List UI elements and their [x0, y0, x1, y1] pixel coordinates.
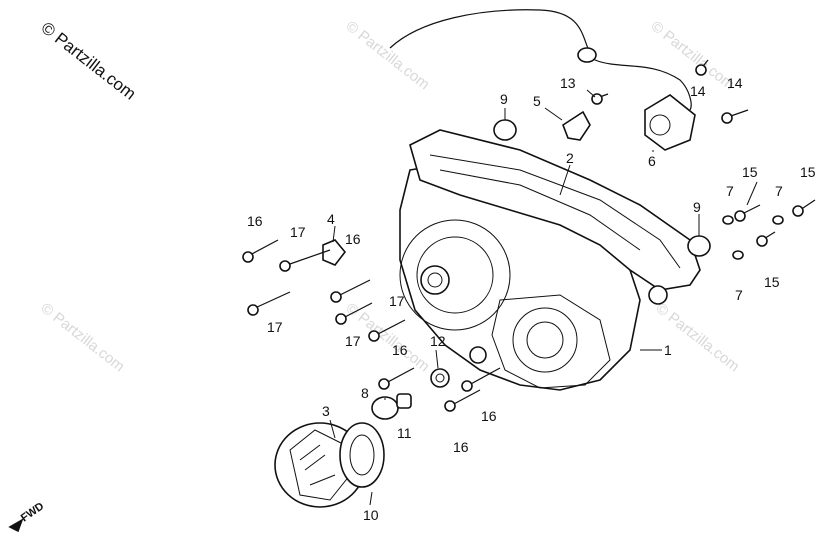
callout-7-b: 7: [775, 183, 783, 199]
callout-15-b: 15: [800, 164, 816, 180]
callout-1: 1: [664, 342, 672, 358]
callout-14-b: 14: [727, 75, 743, 91]
callout-15-a: 15: [742, 164, 758, 180]
o-ring-9-top: [493, 119, 517, 141]
callout-5: 5: [533, 93, 541, 109]
bolts: [242, 59, 816, 412]
callout-4: 4: [327, 211, 335, 227]
callout-11: 11: [397, 425, 412, 441]
callout-8: 8: [361, 385, 369, 401]
callout-14-a: 14: [690, 83, 706, 99]
callout-17-b: 17: [267, 319, 283, 335]
sensor-switch: [389, 9, 696, 151]
plug-seal: [371, 393, 412, 420]
watermark-bottom-right: © Partzilla.com: [653, 300, 743, 376]
bracket-4: [322, 239, 347, 266]
fwd-indicator: FWD: [8, 500, 46, 533]
callout-10: 10: [363, 507, 379, 523]
callout-9-top: 9: [500, 91, 508, 107]
watermark-main: © Partzilla.com: [38, 18, 140, 104]
callout-6: 6: [648, 153, 656, 169]
callout-15-c: 15: [764, 274, 780, 290]
callout-3: 3: [322, 403, 330, 419]
fwd-label: FWD: [19, 500, 46, 524]
callout-17-d: 17: [345, 333, 361, 349]
water-pump: [274, 422, 385, 508]
leader-lines: [329, 89, 758, 506]
callout-2: 2: [566, 150, 574, 166]
callout-7-c: 7: [735, 287, 743, 303]
watermark-bottom-left: © Partzilla.com: [38, 300, 128, 376]
callout-7-a: 7: [726, 183, 734, 199]
callout-12: 12: [430, 333, 446, 349]
callout-16-d: 16: [453, 439, 469, 455]
callout-18: 17: [290, 224, 306, 240]
clamp-5: [562, 110, 591, 141]
callout-16-a: 16: [247, 213, 263, 229]
callout-labels: 1 2 3 4 5 6 7 7 7 8 9 9 10 11 12 13 14 1…: [247, 75, 816, 523]
gasket-upper: [409, 129, 701, 305]
washer-12: [430, 368, 450, 388]
callout-13: 13: [560, 75, 576, 91]
callout-9-right: 9: [693, 199, 701, 215]
o-ring-9-right: [687, 235, 711, 257]
callout-17-c: 17: [389, 293, 405, 309]
callout-17-a: 16: [345, 231, 361, 247]
callout-16-b: 16: [392, 342, 408, 358]
callout-16-c: 16: [481, 408, 497, 424]
